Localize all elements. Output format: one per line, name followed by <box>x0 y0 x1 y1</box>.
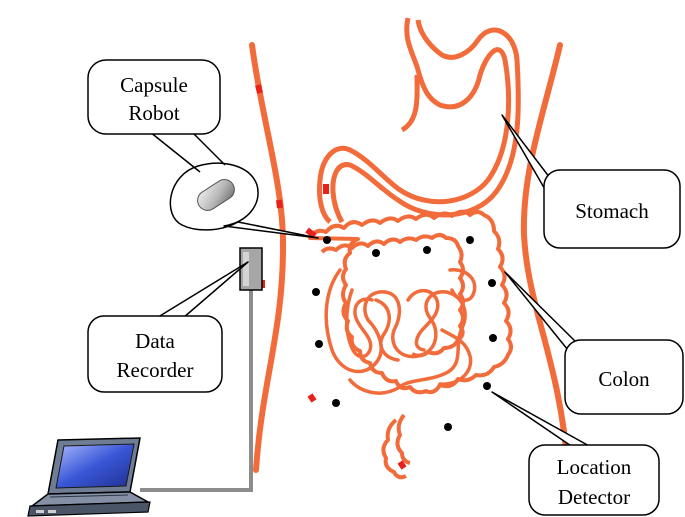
location-detector-dot-icon <box>483 382 491 390</box>
data-recorder-label-line1: Data <box>135 329 175 353</box>
capsule-robot-label-line1: Capsule <box>120 73 188 97</box>
location-detector-dot-icon <box>312 288 320 296</box>
location-detector-label-line1: Location <box>557 455 632 479</box>
stomach-organ <box>319 18 518 222</box>
location-detector-dot-icon <box>372 249 380 257</box>
location-detector-dot-icon <box>315 340 323 348</box>
location-detector-dot-icon <box>332 399 340 407</box>
location-detector-dot-icon <box>466 236 474 244</box>
location-detector-dot-icon <box>323 236 331 244</box>
location-detector-dots <box>312 236 497 431</box>
data-recorder-icon <box>240 248 262 290</box>
location-detector-dot-icon <box>423 246 431 254</box>
capsule-robot-label-line2: Robot <box>128 101 180 125</box>
stomach-label: Stomach <box>575 199 649 223</box>
location-detector-dot-icon <box>488 279 496 287</box>
colon-organ <box>310 212 511 478</box>
laptop-icon <box>28 438 150 516</box>
location-detector-dot-icon <box>489 334 497 342</box>
data-recorder-callout: Data Recorder <box>88 262 248 392</box>
colon-label: Colon <box>598 367 650 391</box>
location-detector-label-line2: Detector <box>558 485 630 509</box>
data-recorder-label-line2: Recorder <box>117 358 194 382</box>
location-detector-dot-icon <box>444 423 452 431</box>
torso-right-side <box>524 45 568 470</box>
